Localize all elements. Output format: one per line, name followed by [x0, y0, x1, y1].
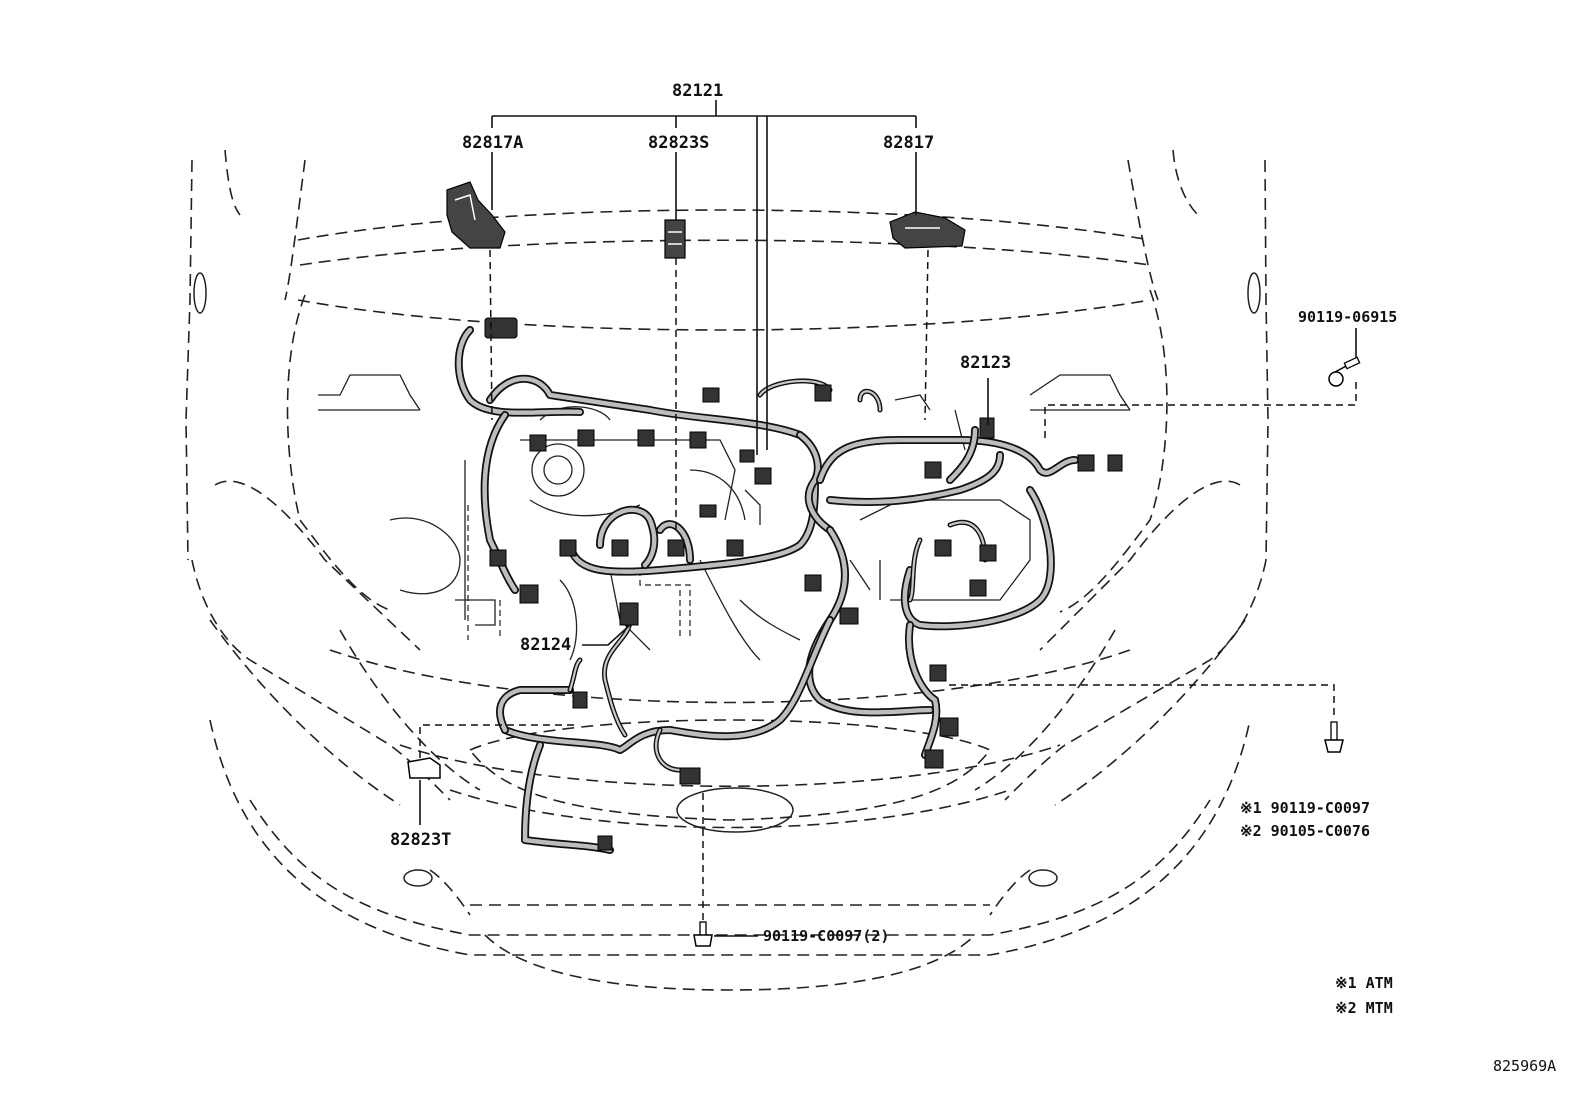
main-wire-harness: [454, 326, 1079, 854]
connector: [699, 504, 717, 518]
connector: [519, 584, 539, 604]
label-90119-c0097-2: 90119-C0097(2): [763, 927, 889, 945]
connector: [1107, 454, 1123, 472]
label-82823s: 82823S: [648, 133, 709, 153]
bolt-bottom-icon: [693, 921, 713, 947]
connector: [929, 664, 947, 682]
label-82123: 82123: [960, 353, 1011, 373]
clip-82823t: [407, 757, 441, 779]
leader-lines: [419, 100, 1357, 937]
label-82121: 82121: [672, 81, 723, 101]
connector: [739, 449, 755, 463]
connector: [484, 317, 518, 339]
connector: [611, 539, 629, 557]
connector: [577, 429, 595, 447]
connector: [939, 717, 959, 737]
car-body-outline: [185, 149, 1269, 991]
clip-82817a: [446, 181, 506, 249]
bolt-90119-06915-icon: [1328, 356, 1361, 387]
connector: [814, 384, 832, 402]
note-mtm: ※2 MTM: [1335, 999, 1393, 1017]
connector: [726, 539, 744, 557]
label-82817a: 82817A: [462, 133, 523, 153]
part-labels: 82121 82817A 82823S 82817 82123 90119-06…: [390, 81, 1556, 1075]
connector: [529, 434, 547, 452]
label-82823t: 82823T: [390, 830, 451, 850]
connector: [979, 417, 995, 439]
clip-82817: [889, 211, 966, 249]
connector: [619, 602, 639, 626]
reference-code: 825969A: [1493, 1057, 1556, 1075]
sub-wire-82124: [567, 617, 633, 738]
connector: [702, 387, 720, 403]
connector: [969, 579, 987, 597]
connector: [667, 539, 685, 557]
label-90119-06915: 90119-06915: [1298, 308, 1397, 326]
connector: [804, 574, 822, 592]
bolt-90119-c0097-icon: [1324, 721, 1344, 753]
label-82817: 82817: [883, 133, 934, 153]
clip-82823s: [664, 219, 686, 259]
connector: [839, 607, 859, 625]
label-90105-c0076: ※2 90105-C0076: [1240, 822, 1370, 840]
connector: [572, 691, 588, 709]
label-90119-c0097: ※1 90119-C0097: [1240, 799, 1370, 817]
engine-bay-detail: [318, 374, 1131, 661]
connector: [754, 467, 772, 485]
connector: [934, 539, 952, 557]
connector: [979, 544, 997, 562]
harness-connectors: [484, 317, 1123, 851]
connector: [679, 767, 701, 785]
connector: [597, 835, 613, 851]
connector: [689, 431, 707, 449]
connector: [637, 429, 655, 447]
label-82124: 82124: [520, 635, 571, 655]
connector: [924, 749, 944, 769]
connector: [489, 549, 507, 567]
connector: [559, 539, 577, 557]
note-atm: ※1 ATM: [1335, 974, 1393, 992]
connector: [924, 461, 942, 479]
connector: [1077, 454, 1095, 472]
